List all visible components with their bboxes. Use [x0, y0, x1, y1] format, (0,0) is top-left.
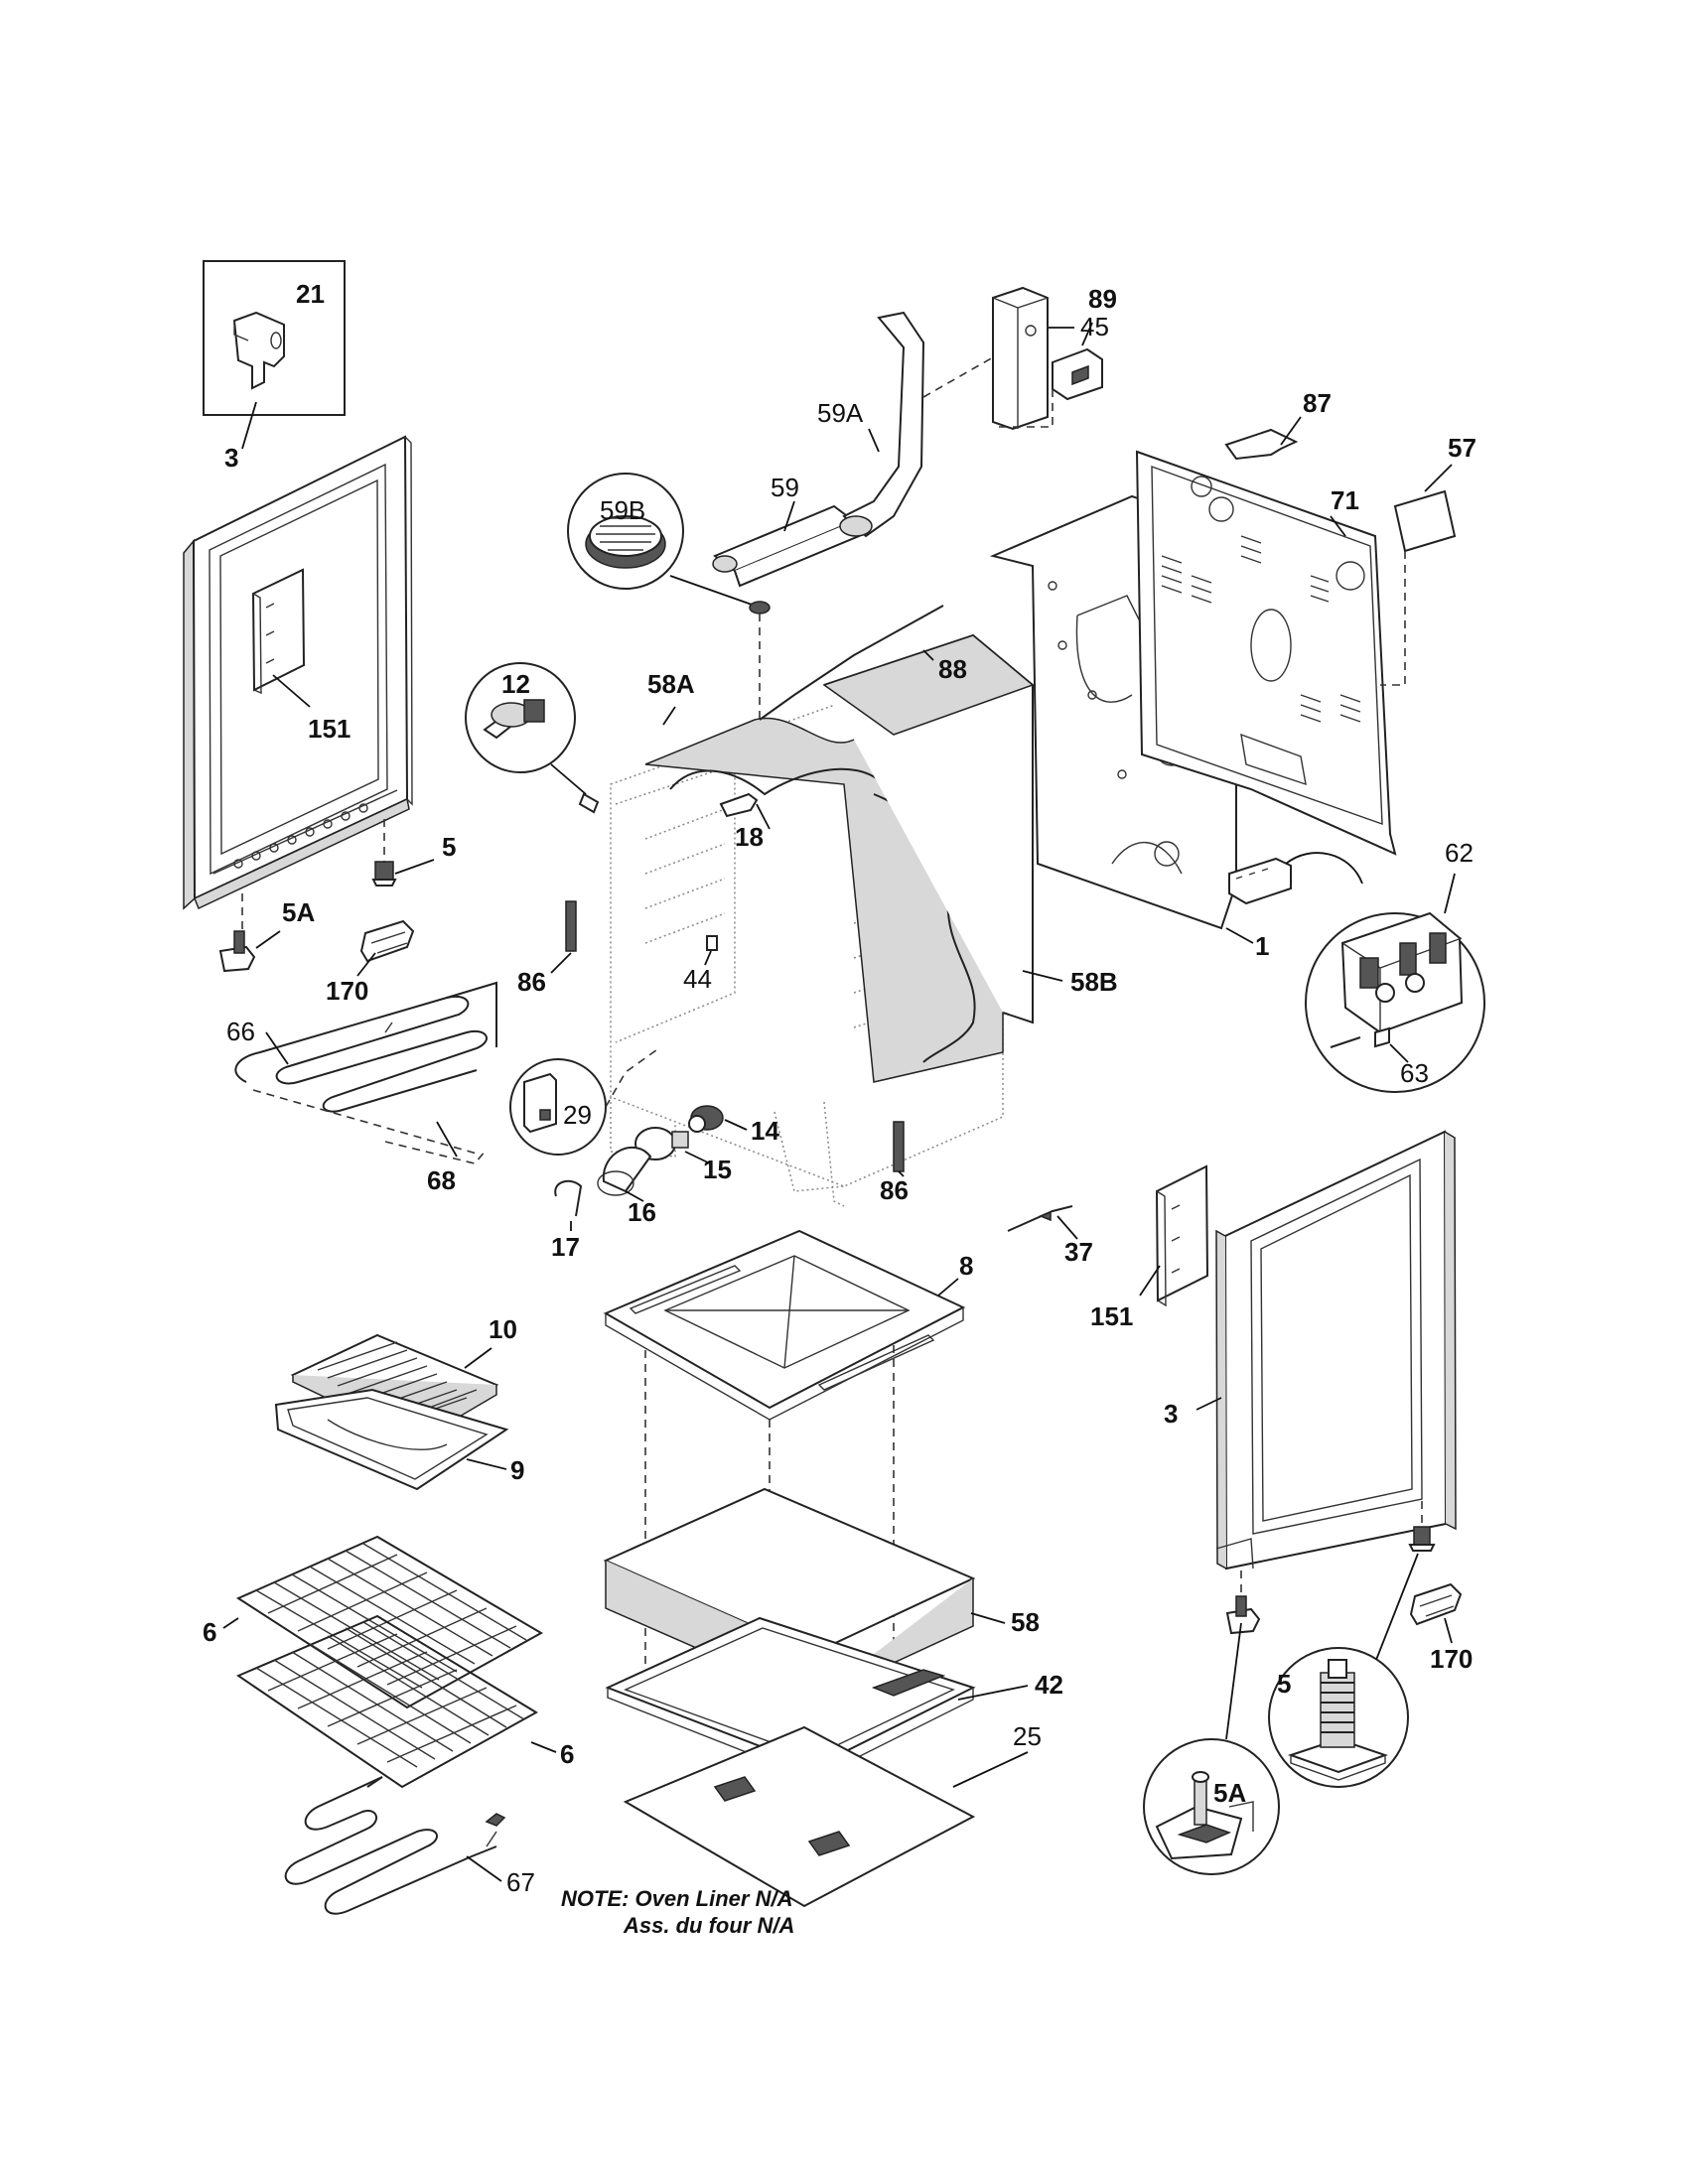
label-6-lower: 6 — [560, 1739, 574, 1769]
label-18: 18 — [735, 822, 764, 852]
label-59A: 59A — [817, 398, 864, 428]
label-170-right: 170 — [1430, 1644, 1473, 1674]
label-5-right: 5 — [1277, 1669, 1291, 1699]
label-170-left: 170 — [326, 976, 368, 1006]
label-21: 21 — [296, 279, 325, 309]
part-5-right-callout — [1268, 1647, 1409, 1788]
label-86-right: 86 — [880, 1175, 909, 1205]
part-8-oven-bottom — [603, 1229, 966, 1421]
note-line-1: NOTE: Oven Liner N/A — [561, 1886, 792, 1911]
part-16-lens — [597, 1146, 652, 1196]
label-58A: 58A — [647, 669, 695, 699]
label-9: 9 — [510, 1455, 524, 1485]
part-14-socket — [688, 1105, 724, 1133]
part-5A-right-callout — [1143, 1738, 1280, 1875]
part-66-element — [234, 981, 497, 1113]
part-21-inset: 21 — [203, 260, 346, 416]
label-5A-right: 5A — [1213, 1778, 1246, 1808]
label-68: 68 — [427, 1165, 456, 1195]
part-9-broil-pan — [274, 1388, 509, 1491]
label-89: 89 — [1088, 284, 1117, 314]
part-29-callout: 29 — [509, 1058, 607, 1156]
label-14: 14 — [751, 1116, 779, 1146]
label-12: 12 — [501, 669, 530, 699]
label-17: 17 — [551, 1232, 580, 1262]
label-58B: 58B — [1070, 967, 1118, 997]
label-37: 37 — [1064, 1237, 1093, 1267]
part-5-right — [1408, 1526, 1436, 1552]
label-8: 8 — [959, 1251, 973, 1281]
part-6-rack-upper — [235, 1535, 544, 1709]
note-line-2: Ass. du four N/A — [623, 1913, 794, 1938]
label-87: 87 — [1303, 388, 1332, 418]
label-86-left: 86 — [517, 967, 546, 997]
part-12-callout: 12 — [465, 662, 587, 795]
label-59B: 59B — [600, 495, 645, 525]
label-44: 44 — [683, 964, 712, 994]
label-57: 57 — [1448, 433, 1477, 463]
part-151-left — [251, 568, 306, 695]
part-3-right-door — [1215, 1130, 1457, 1570]
label-67: 67 — [506, 1867, 535, 1897]
part-151-right — [1155, 1164, 1209, 1307]
label-45: 45 — [1080, 312, 1109, 341]
part-5A-left — [218, 930, 256, 973]
label-5A-left: 5A — [282, 897, 315, 927]
label-42: 42 — [1035, 1670, 1063, 1700]
label-10: 10 — [489, 1314, 517, 1344]
part-170-left — [359, 919, 415, 963]
label-25: 25 — [1013, 1721, 1042, 1751]
part-71-rear-cover — [1135, 450, 1397, 856]
label-66: 66 — [226, 1017, 255, 1046]
label-3-right: 3 — [1164, 1399, 1178, 1429]
part-59B-callout: 59B — [567, 473, 684, 590]
part-45-box — [992, 286, 1049, 431]
label-58: 58 — [1011, 1607, 1040, 1637]
label-59: 59 — [771, 473, 799, 502]
label-62: 62 — [1445, 838, 1474, 868]
part-59-duct — [712, 504, 861, 588]
part-15-bulb — [634, 1127, 689, 1160]
part-62-callout — [1305, 911, 1485, 1093]
label-151-right: 151 — [1090, 1301, 1133, 1331]
label-88: 88 — [938, 654, 967, 684]
part-62-terminal-block — [1228, 857, 1292, 905]
part-25-bottom-panel — [623, 1725, 976, 1908]
part-89-bracket — [1052, 347, 1103, 401]
label-5-left: 5 — [442, 832, 456, 862]
label-71: 71 — [1331, 485, 1359, 515]
label-29: 29 — [563, 1100, 592, 1130]
label-6-upper: 6 — [203, 1617, 216, 1647]
label-63: 63 — [1400, 1058, 1429, 1088]
label-1: 1 — [1255, 931, 1269, 961]
part-6-rack-lower — [235, 1614, 538, 1789]
part-3-left-door — [183, 435, 413, 910]
part-67-element — [284, 1776, 506, 1915]
part-58B-insulation — [822, 633, 1035, 1024]
part-170-right — [1409, 1582, 1463, 1626]
part-59A-duct — [839, 311, 925, 538]
label-16: 16 — [628, 1197, 656, 1227]
label-15: 15 — [703, 1155, 732, 1184]
label-3-left: 3 — [224, 443, 238, 473]
part-5-left — [371, 861, 397, 887]
label-151-left: 151 — [308, 714, 351, 744]
part-5A-right — [1225, 1595, 1261, 1635]
